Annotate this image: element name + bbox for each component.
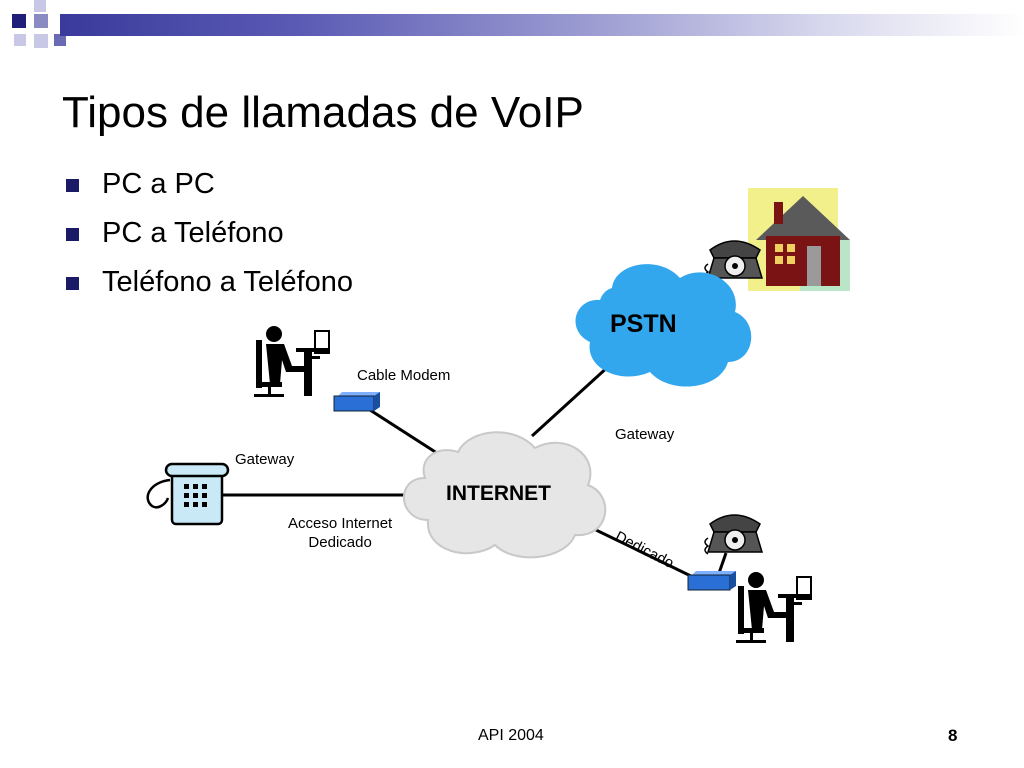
bullet-text: Teléfono a Teléfono [102, 266, 354, 298]
bullet-square-icon [66, 228, 79, 241]
person-computer-icon [736, 572, 812, 643]
bullet-item: PC a PC [66, 164, 353, 213]
acceso-internet-label: Acceso Internet Dedicado [288, 514, 392, 552]
bullet-text: PC a PC [102, 168, 215, 200]
bullet-square-icon [66, 277, 79, 290]
line-modem-internet [369, 408, 441, 457]
bullet-item: PC a Teléfono [66, 213, 353, 262]
cable-modem-icon [333, 392, 380, 412]
bullet-square-icon [66, 179, 79, 192]
house-icon [748, 188, 850, 291]
acceso-line-1: Acceso Internet [288, 515, 393, 532]
slide-title: Tipos de llamadas de VoIP [62, 88, 584, 137]
page-number: 8 [948, 726, 958, 745]
title-bar-gradient [60, 14, 1024, 36]
corner-decoration [12, 0, 66, 48]
rotary-phone-icon [704, 240, 764, 281]
bullet-text: PC a Teléfono [102, 217, 284, 249]
acceso-line-2: Dedicado [308, 534, 372, 551]
desk-phone-icon [146, 462, 230, 526]
cable-modem-label: Cable Modem [357, 367, 451, 384]
bullet-list: PC a PC PC a Teléfono Teléfono a Teléfon… [66, 164, 353, 311]
pstn-cloud [575, 264, 752, 387]
line-internet-dedicado [595, 528, 696, 580]
gateway-left-label: Gateway [235, 451, 295, 468]
line-internet-pstn [530, 363, 612, 438]
internet-cloud [402, 431, 607, 559]
bullet-item: Teléfono a Teléfono [66, 262, 353, 311]
dedicated-modem-icon [687, 571, 736, 591]
gateway-right-label: Gateway [615, 426, 675, 443]
pstn-label: PSTN [610, 310, 677, 338]
internet-label: INTERNET [446, 482, 551, 505]
rotary-phone-icon [704, 514, 764, 555]
person-computer-icon [254, 326, 330, 397]
footer-text: API 2004 [478, 727, 544, 744]
